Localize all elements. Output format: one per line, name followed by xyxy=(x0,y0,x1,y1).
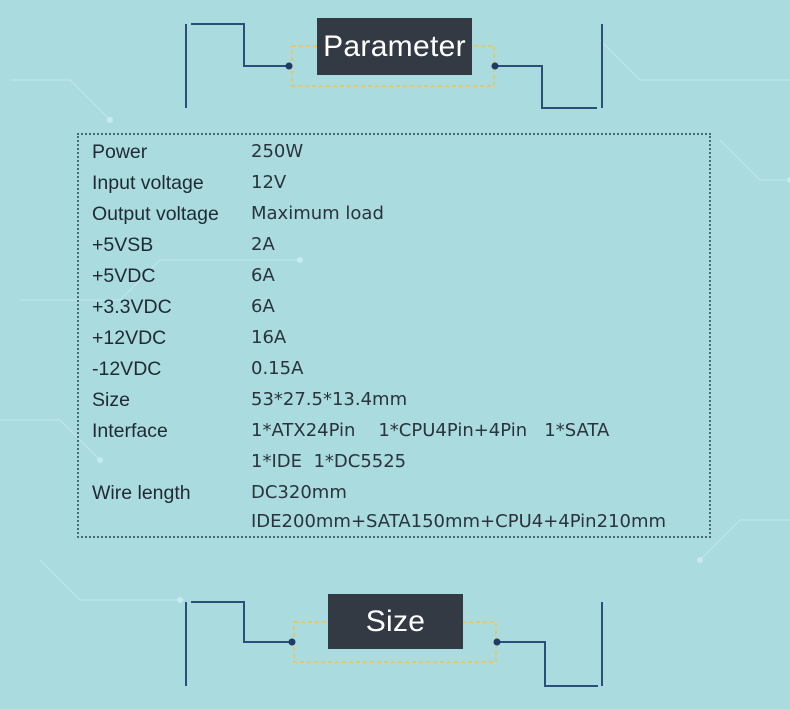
spec-value: 53*27.5*13.4mm xyxy=(251,389,408,410)
spec-value: 16A xyxy=(251,327,287,348)
top-bracket-lines xyxy=(185,23,603,109)
spec-value: 2A xyxy=(251,234,275,255)
spec-label: Interface xyxy=(92,420,168,442)
spec-value: 6A xyxy=(251,265,275,286)
spec-value: 0.15A xyxy=(251,358,304,379)
spec-value: DC320mm xyxy=(251,482,347,503)
size-heading: Size xyxy=(328,594,463,649)
spec-table: Power 250W Input voltage 12V Output volt… xyxy=(77,133,711,538)
spec-label: +5VSB xyxy=(92,234,154,256)
spec-label: +5VDC xyxy=(92,265,156,287)
spec-label: Input voltage xyxy=(92,172,204,194)
spec-label: Size xyxy=(92,389,130,411)
spec-label: Output voltage xyxy=(92,203,219,225)
spec-label: Wire length xyxy=(92,482,191,504)
spec-value: 1*IDE 1*DC5525 xyxy=(251,451,407,472)
spec-value: Maximum load xyxy=(251,203,384,224)
spec-label: Power xyxy=(92,141,148,163)
spec-value: 6A xyxy=(251,296,275,317)
spec-value: 250W xyxy=(251,141,304,162)
spec-value: IDE200mm+SATA150mm+CPU4+4Pin210mm xyxy=(251,511,667,532)
spec-label: +12VDC xyxy=(92,327,167,349)
spec-value: 1*ATX24Pin 1*CPU4Pin+4Pin 1*SATA xyxy=(251,420,610,441)
spec-label: +3.3VDC xyxy=(92,296,172,318)
spec-value: 12V xyxy=(251,172,287,193)
spec-label: -12VDC xyxy=(92,358,162,380)
bottom-bracket-lines xyxy=(185,601,603,687)
parameter-heading: Parameter xyxy=(317,18,472,75)
